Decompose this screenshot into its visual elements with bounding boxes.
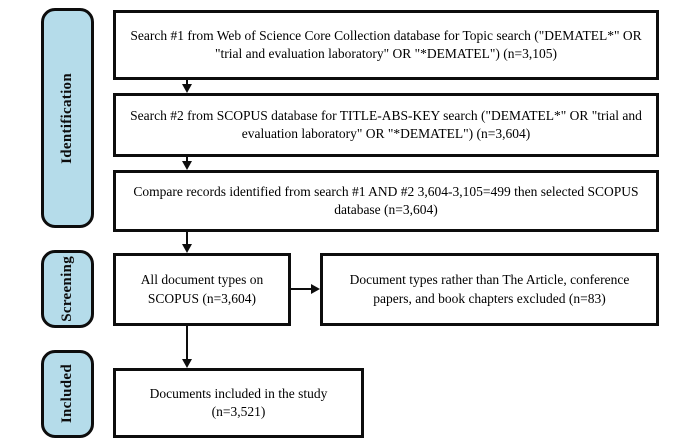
stage-label-identification: Identification	[59, 72, 75, 164]
box-compare-records: Compare records identified from search #…	[113, 170, 659, 232]
stage-label-screening: Screening	[59, 256, 75, 322]
arrow-all-documents-to-excluded	[291, 288, 311, 290]
arrow-compare-to-all-documents	[186, 232, 188, 244]
box-documents-included-text: Documents included in the study (n=3,521…	[149, 385, 328, 419]
stage-pill-included: Included	[41, 350, 94, 438]
box-search-2-text: Search #2 from SCOPUS database for TITLE…	[130, 107, 642, 141]
stage-pill-screening: Screening	[41, 250, 94, 328]
box-excluded-document-types-text: Document types rather than The Article, …	[349, 272, 630, 306]
box-all-document-types-text: All document types on SCOPUS (n=3,604)	[140, 272, 264, 306]
box-documents-included: Documents included in the study (n=3,521…	[113, 368, 364, 438]
box-excluded-document-types: Document types rather than The Article, …	[320, 253, 659, 326]
arrow-search2-to-compare	[186, 157, 188, 161]
stage-label-included: Included	[59, 364, 75, 424]
box-search-1-text: Search #1 from Web of Science Core Colle…	[130, 27, 642, 61]
arrow-all-documents-to-included	[186, 326, 188, 359]
box-all-document-types: All document types on SCOPUS (n=3,604)	[113, 253, 291, 326]
arrow-search1-to-search2	[186, 80, 188, 84]
box-search-1: Search #1 from Web of Science Core Colle…	[113, 10, 659, 80]
box-compare-records-text: Compare records identified from search #…	[133, 183, 639, 217]
stage-pill-identification: Identification	[41, 8, 94, 228]
box-search-2: Search #2 from SCOPUS database for TITLE…	[113, 93, 659, 157]
